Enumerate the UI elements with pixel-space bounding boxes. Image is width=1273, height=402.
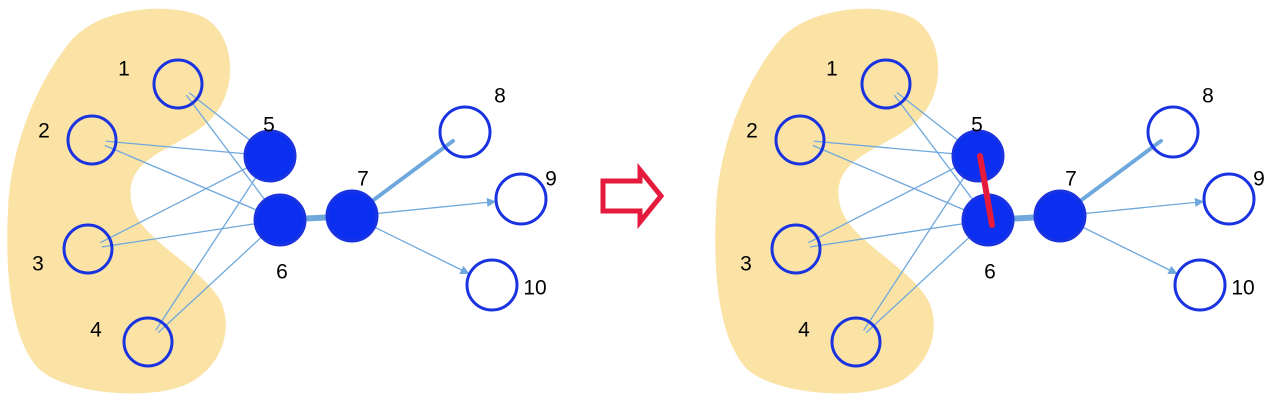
- node-8: [438, 105, 492, 159]
- edge-7-10: [1072, 221, 1178, 275]
- edge-3-6: [809, 221, 974, 248]
- node-label-3: 3: [32, 253, 44, 276]
- edge-1-5: [896, 92, 967, 148]
- source-region: [715, 8, 939, 394]
- node-3: [770, 223, 822, 275]
- edge-2-5: [813, 140, 964, 156]
- node-label-2: 2: [38, 120, 50, 143]
- node-1: [152, 58, 204, 110]
- edge-3-5: [808, 162, 966, 244]
- node-2: [66, 114, 118, 166]
- node-10: [465, 258, 519, 312]
- node-2: [774, 114, 826, 166]
- node-label-9: 9: [1253, 168, 1265, 191]
- node-label-7: 7: [357, 168, 369, 191]
- node-label-8: 8: [1202, 85, 1214, 108]
- node-label-10: 10: [523, 277, 546, 300]
- node-8: [1146, 105, 1200, 159]
- node-label-5: 5: [263, 114, 275, 137]
- node-label-4: 4: [90, 319, 102, 342]
- cut-mark-5-6: [977, 153, 995, 228]
- node-label-10: 10: [1231, 277, 1254, 300]
- right-arrow-outline-icon: [600, 162, 665, 230]
- edge-4-6: [865, 229, 978, 333]
- node-4: [830, 316, 882, 368]
- node-label-9: 9: [545, 168, 557, 191]
- edge-7-9: [1074, 197, 1205, 216]
- edge-7-8: [362, 138, 455, 210]
- node-label-7: 7: [1065, 168, 1077, 191]
- diagram-panel-before: 1 2 3 4 5 6 7 8 9 10: [7, 8, 557, 394]
- edge-3-5: [100, 162, 258, 244]
- edge-4-5: [155, 167, 263, 331]
- node-7: [1033, 189, 1087, 243]
- node-label-2: 2: [746, 120, 758, 143]
- source-region: [7, 8, 231, 394]
- node-6: [253, 193, 307, 247]
- node-label-4: 4: [798, 319, 810, 342]
- node-label-6: 6: [984, 261, 996, 284]
- node-10: [1173, 258, 1227, 312]
- node-3: [62, 223, 114, 275]
- edge-2-5: [105, 140, 256, 156]
- edge-7-10: [364, 221, 470, 275]
- node-label-5: 5: [971, 114, 983, 137]
- edge-4-5: [863, 167, 971, 331]
- edge-7-9: [366, 197, 497, 216]
- diagram-panel-after: 1 2 3 4 5 6 7 8 9 10: [715, 8, 1265, 394]
- node-7: [325, 189, 379, 243]
- node-label-3: 3: [740, 253, 752, 276]
- node-label-8: 8: [494, 85, 506, 108]
- node-9: [1202, 172, 1256, 226]
- edge-1-5: [188, 92, 259, 148]
- edge-7-8: [1070, 138, 1163, 210]
- edge-4-6: [157, 229, 270, 333]
- node-label-1: 1: [118, 58, 130, 81]
- node-1: [860, 58, 912, 110]
- node-label-6: 6: [276, 261, 288, 284]
- edge-3-6: [101, 221, 266, 248]
- node-9: [494, 172, 548, 226]
- node-5: [243, 129, 297, 183]
- node-4: [122, 316, 174, 368]
- node-label-1: 1: [826, 58, 838, 81]
